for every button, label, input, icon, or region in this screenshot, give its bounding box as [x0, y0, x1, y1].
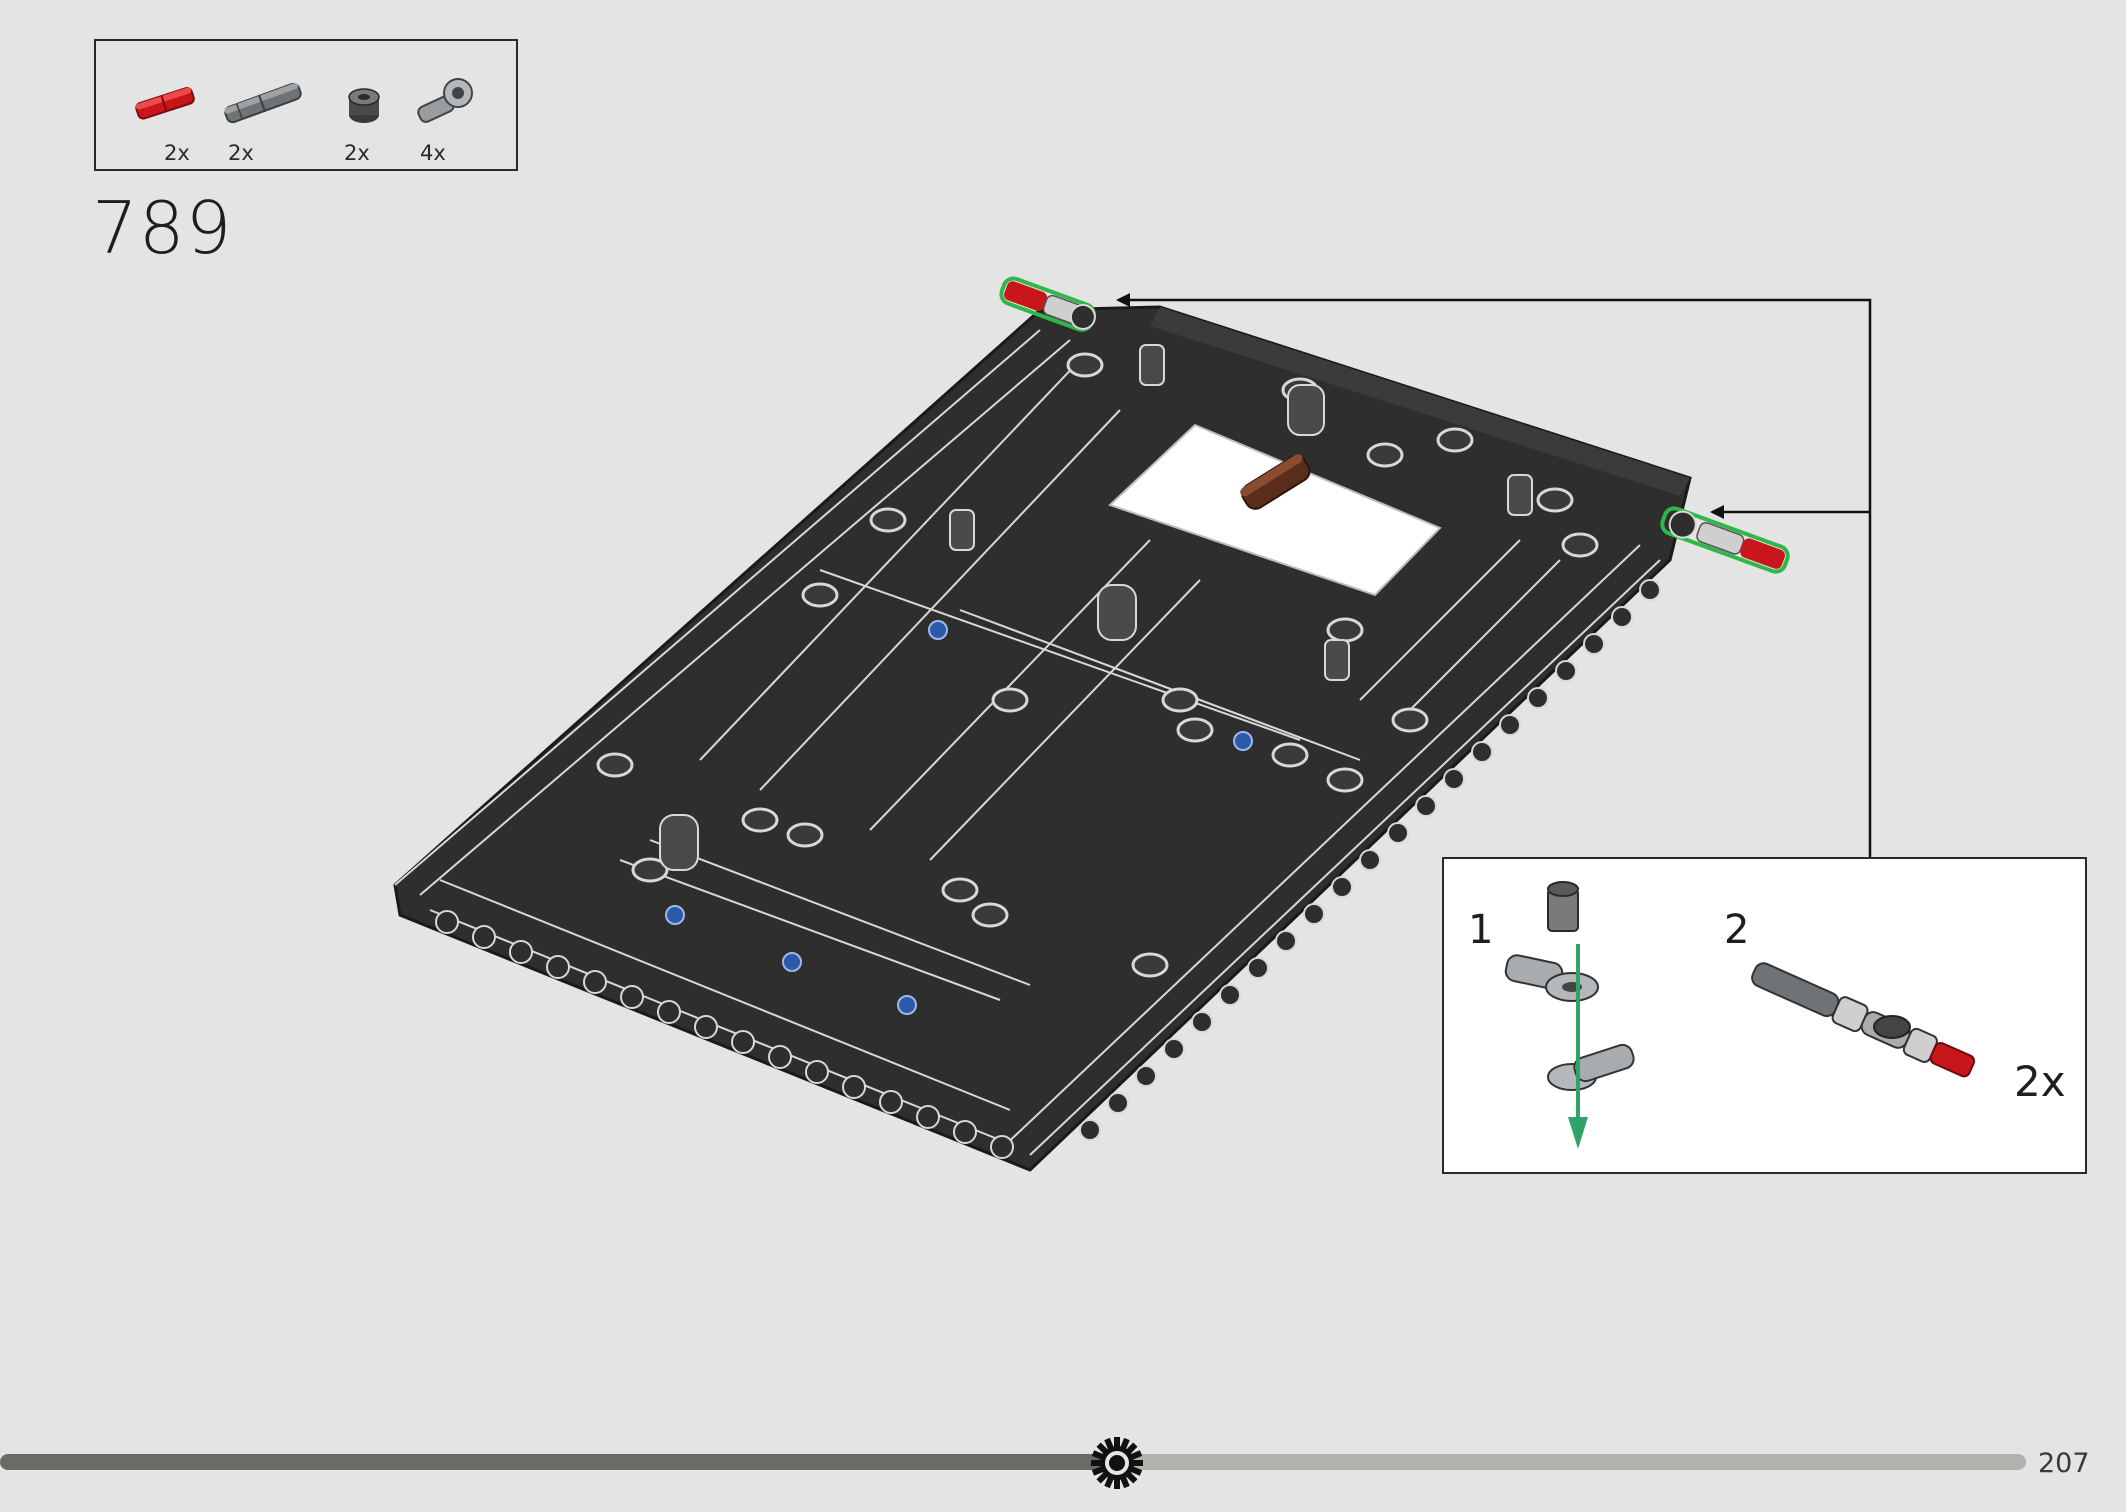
red-axle-pin-icon [135, 87, 195, 120]
callout-illustration [1504, 881, 1976, 1149]
progress-fill [0, 1454, 1114, 1470]
green-arrow [1568, 944, 1588, 1149]
axle-connector-icon [417, 78, 473, 123]
part-item: 2x [334, 63, 414, 165]
assembly-arrows [1116, 293, 1872, 857]
sub-step-number: 1 [1468, 907, 1494, 953]
part-quantity: 2x [228, 141, 254, 165]
sub-step-number: 2 [1724, 907, 1750, 953]
bush-part [1547, 881, 1579, 932]
part-item: 2x [126, 63, 206, 165]
progress-bar [0, 1454, 2026, 1470]
callout-quantity: 2x [2014, 1057, 2066, 1106]
step-number: 789 [92, 186, 233, 270]
part-quantity: 4x [420, 141, 446, 165]
axle-connector-part [1504, 954, 1599, 1002]
frame-body [393, 276, 1790, 1172]
part-quantity: 2x [164, 141, 190, 165]
assembled-pin-connector [1751, 962, 1976, 1078]
page-number: 207 [2038, 1448, 2090, 1479]
part-item: 2x [218, 63, 302, 165]
sub-assembly-callout: 1 2 [1442, 857, 2087, 1174]
part-item: 4x [412, 63, 492, 165]
part-quantity: 2x [344, 141, 370, 165]
axle-connector-part [1547, 1043, 1635, 1091]
gear-icon [1091, 1437, 1143, 1489]
dark-bush-icon [348, 88, 380, 123]
grey-long-pin-icon [224, 82, 302, 124]
parts-list: 2x 2x 2x [94, 39, 518, 171]
